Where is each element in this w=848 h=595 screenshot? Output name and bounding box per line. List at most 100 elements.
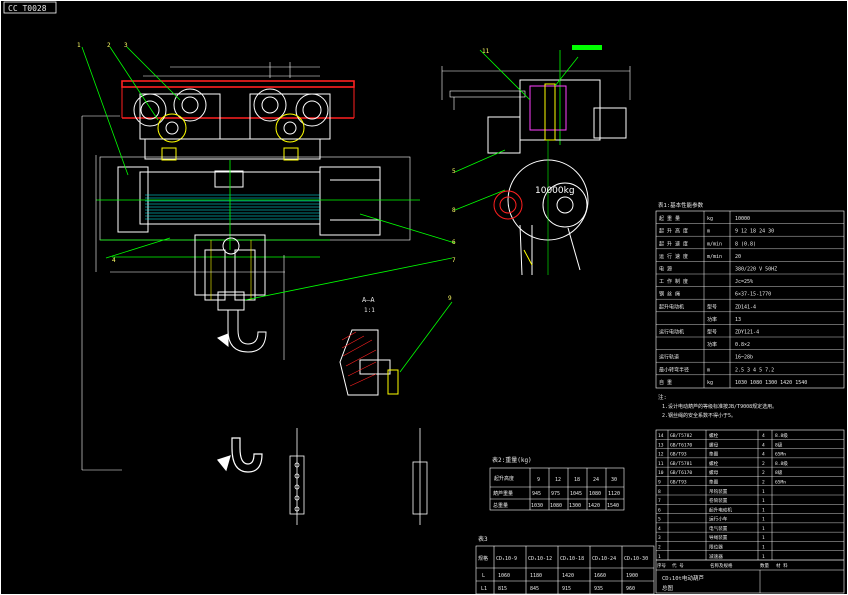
rail-beam-top [121, 80, 355, 88]
side-drum [493, 159, 589, 276]
svg-text:2.钢丝绳的安全系数不得小于5。: 2.钢丝绳的安全系数不得小于5。 [662, 412, 736, 419]
svg-text:1: 1 [77, 42, 81, 49]
svg-text:1080: 1080 [550, 503, 562, 509]
spec-cell: kg [707, 380, 713, 386]
spec-cell: 型号 [707, 303, 717, 310]
svg-text:5: 5 [452, 168, 456, 175]
spec-cell: 1030 1080 1300 1420 1540 [735, 380, 807, 386]
spec-cell: ZDY121-4 [735, 330, 759, 336]
spec-cell: 起 升 高 度 [659, 228, 688, 235]
bom-cell: 65Mn [775, 480, 786, 486]
svg-text:815: 815 [498, 586, 507, 592]
svg-text:3: 3 [124, 42, 128, 49]
pendant-detail-right [412, 428, 428, 525]
svg-text:12: 12 [555, 477, 561, 483]
svg-text:1060: 1060 [498, 573, 510, 579]
bom-cell: 2 [762, 461, 765, 467]
bom-cell: 1 [762, 498, 765, 504]
title-stamp: CC T0028 [8, 4, 47, 13]
hoist-drum [99, 156, 411, 241]
svg-text:CD₁10-30: CD₁10-30 [624, 556, 648, 562]
bom-cell: 11 [658, 461, 664, 467]
section-a-a: A—A 1:1 9 [339, 295, 453, 396]
bom-cell: 导绳装置 [709, 534, 728, 541]
spec-cell: 6×37-15-1770 [735, 292, 771, 298]
weight-table: 表2:重量(kg) 起升高度 9 12 18 24 30 葫芦重量 945 97… [489, 456, 625, 511]
svg-text:845: 845 [530, 586, 539, 592]
spec-cell: 9 12 18 24 30 [735, 229, 774, 235]
svg-text:葫芦重量: 葫芦重量 [493, 490, 513, 497]
spec-cell: 10000 [735, 216, 750, 222]
rail-section [572, 45, 602, 50]
spec-cell: m [707, 229, 710, 235]
spec-cell: m/min [707, 254, 722, 260]
svg-text:1080: 1080 [589, 491, 601, 497]
bom-cell: 3 [658, 535, 661, 541]
spec-cell: 16~28b [735, 355, 753, 361]
bom-cell: 4 [762, 442, 765, 448]
bom-cell: 9 [658, 480, 661, 486]
spec-cell: 电 源 [659, 266, 672, 273]
bom-cell: 8级 [775, 469, 783, 476]
svg-text:CD₁10-18: CD₁10-18 [560, 556, 584, 562]
svg-text:4: 4 [112, 257, 116, 264]
bom-cell: 吊钩装置 [709, 488, 728, 495]
bom-cell: 8.8级 [775, 432, 788, 439]
svg-text:代 号: 代 号 [672, 562, 684, 569]
spec-cell: 380/220 V 50HZ [735, 267, 777, 273]
hook-block [194, 234, 267, 353]
svg-text:CD₁10-12: CD₁10-12 [528, 556, 552, 562]
svg-text:945: 945 [532, 491, 541, 497]
svg-text:1420: 1420 [562, 573, 574, 579]
spec-cell: Jc=25% [735, 279, 753, 285]
svg-text:L: L [482, 573, 485, 579]
spec-cell: 自 重 [659, 379, 672, 386]
section-label: A—A [362, 296, 375, 304]
spec-cell: m/min [707, 241, 722, 247]
bom-cell: 6 [658, 507, 661, 513]
spec-cell: 20 [735, 254, 741, 260]
section-scale: 1:1 [364, 307, 375, 314]
hook-detail [216, 437, 263, 473]
svg-text:CD₁10-24: CD₁10-24 [592, 556, 616, 562]
spec-cell: 0.8×2 [735, 342, 750, 348]
spec-cell: 钢 丝 绳 [659, 291, 680, 298]
bom-cell: GB/T93 [670, 452, 687, 458]
svg-text:名称及规格: 名称及规格 [710, 562, 733, 569]
front-view: 1 2 3 4 6 7 [77, 42, 456, 471]
spec-cell: kg [707, 216, 713, 222]
bom-cell: GB/T6170 [670, 442, 692, 448]
svg-text:序号: 序号 [657, 562, 666, 569]
svg-text:2: 2 [107, 42, 111, 49]
bom-cell: 1 [762, 526, 765, 532]
svg-text:1420: 1420 [588, 503, 600, 509]
bom-cell: 1 [762, 489, 765, 495]
bom-cell: 65Mn [775, 452, 786, 458]
spec-notes: 注: 1.设计电动葫芦的等级标准按JB/T9008规定选用。 2.钢丝绳的安全系… [658, 393, 777, 419]
bom-cell: 2 [762, 470, 765, 476]
spec-cell: 运行轨道 [659, 354, 679, 361]
svg-text:7: 7 [452, 257, 456, 264]
bom-cell: 2 [658, 545, 661, 551]
svg-text:总重量: 总重量 [493, 502, 508, 509]
bom-cell: 4 [762, 433, 765, 439]
rope-windings [145, 194, 320, 220]
bom-cell: 螺母 [709, 469, 719, 476]
svg-text:CD₁10-9: CD₁10-9 [496, 556, 517, 562]
svg-text:规格: 规格 [478, 555, 488, 562]
bom-cell: GB/T5782 [670, 433, 692, 439]
spec-cell: m [707, 367, 710, 373]
spec-cell: 最小转弯半径 [659, 366, 689, 373]
spec-cell: 2.5 3 4 5 7.2 [735, 367, 774, 373]
spec-cell: 型号 [707, 329, 717, 336]
bom-cell: 7 [658, 498, 661, 504]
side-callouts: 11 5 8 [452, 48, 490, 214]
bom-cell: 螺母 [709, 441, 719, 448]
svg-text:1900: 1900 [626, 573, 638, 579]
spec-cell: 功率 [707, 316, 717, 323]
bom-cell: 卷筒装置 [709, 497, 728, 504]
svg-text:11: 11 [482, 48, 490, 55]
svg-text:1300: 1300 [569, 503, 581, 509]
